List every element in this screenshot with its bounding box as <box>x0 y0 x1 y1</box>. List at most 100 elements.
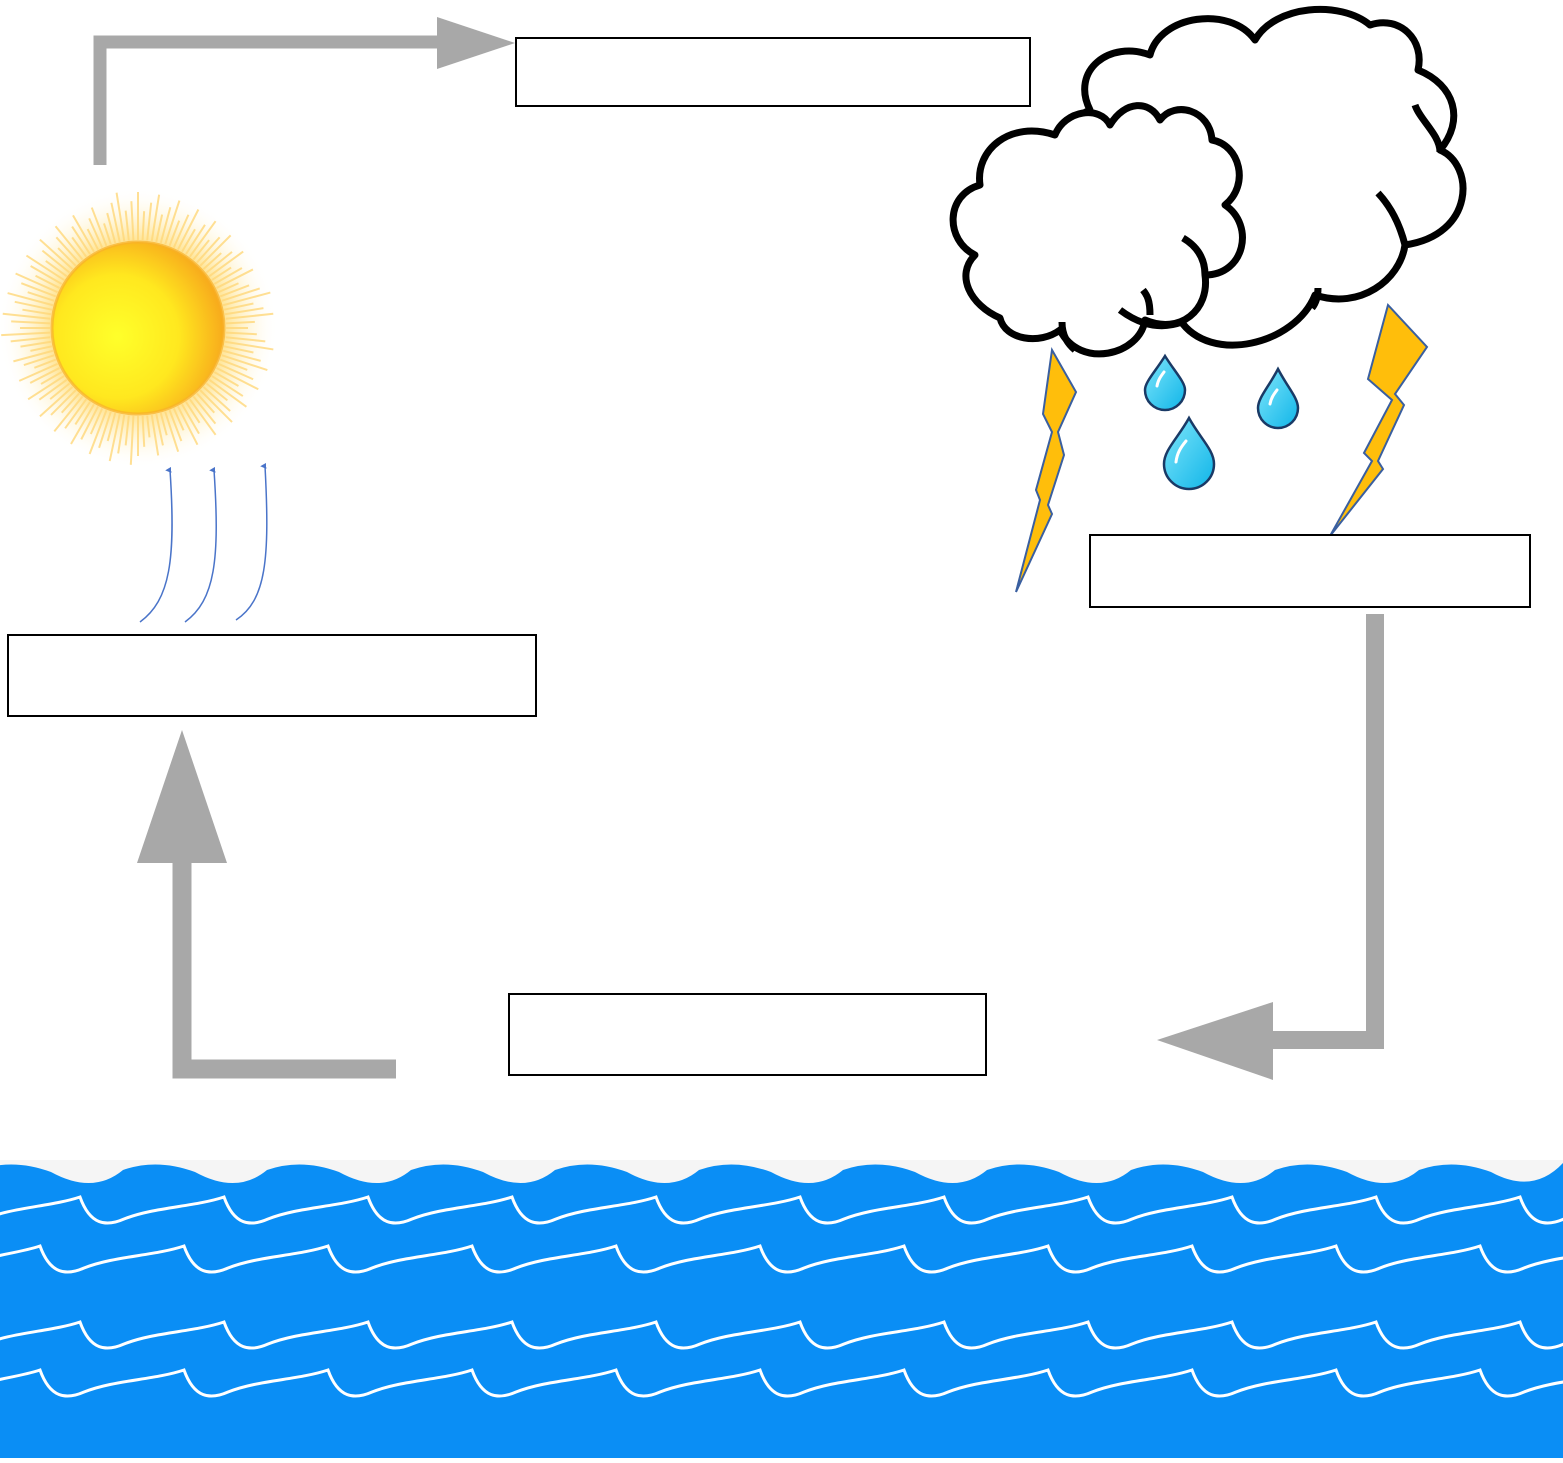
sun-ray <box>222 349 261 362</box>
sun-ray <box>141 211 146 241</box>
sun-ray <box>25 254 65 281</box>
sun-ray <box>23 354 55 367</box>
sun-ray <box>188 398 217 436</box>
sun-ray <box>71 225 91 255</box>
sun-ray <box>208 250 244 278</box>
sun-ray <box>20 282 57 298</box>
wave-line <box>0 1244 1563 1274</box>
sun-ray <box>221 354 268 371</box>
sun-ray <box>146 202 153 241</box>
sun-ray <box>168 409 183 442</box>
sun-ray <box>60 392 80 414</box>
sun-ray <box>172 214 190 249</box>
sun-ray <box>205 251 233 274</box>
sun-ray <box>129 415 135 465</box>
sun-ray <box>90 207 108 247</box>
sun-ray <box>39 238 74 270</box>
sun-ray <box>208 378 247 408</box>
sun-ray <box>146 415 151 438</box>
sun-ray <box>40 371 63 385</box>
sun-ray <box>225 331 257 336</box>
sun-ray <box>199 234 232 267</box>
sun-ray <box>1 331 51 337</box>
label-box-left[interactable] <box>7 634 537 717</box>
sun-ray <box>30 265 63 285</box>
sun-ray <box>221 287 261 302</box>
sun-ray <box>106 412 117 442</box>
sun-ray <box>34 358 57 369</box>
sun-ray <box>35 274 61 289</box>
label-box-right[interactable] <box>1089 534 1531 608</box>
storm-cloud-icon <box>949 5 1467 358</box>
sun-ray <box>72 214 95 253</box>
sun-ray <box>70 403 95 445</box>
sun-ray <box>199 389 233 423</box>
vapor-arrow-icon <box>184 466 217 623</box>
sun-ray <box>117 414 126 454</box>
sun-ray <box>219 358 248 371</box>
raindrop-icon <box>1143 353 1187 412</box>
sun-ray <box>55 236 80 264</box>
sun-ray <box>211 375 244 397</box>
sun-ray <box>224 307 264 316</box>
raindrops <box>1143 353 1300 491</box>
lightning-bolt-icon <box>1015 346 1078 593</box>
sun-ray <box>89 407 104 435</box>
wave-line <box>0 1368 1563 1398</box>
sun-ray <box>53 395 84 432</box>
sun-ray <box>124 210 130 241</box>
sun-ray <box>217 362 254 381</box>
sun-ray <box>108 413 121 462</box>
wave-line <box>0 1320 1563 1350</box>
sun-ray <box>159 412 168 436</box>
sun-ray <box>177 209 200 251</box>
sun-ray <box>39 386 74 418</box>
sun-ray <box>27 291 55 302</box>
sun-ray <box>224 340 274 351</box>
sun-ray <box>141 415 146 447</box>
sun-ray <box>168 220 181 247</box>
sun-ray <box>13 349 54 363</box>
sun-ray <box>10 336 51 343</box>
sun-ray <box>98 411 112 449</box>
sun-ray <box>181 403 200 435</box>
sun-ray <box>225 336 266 343</box>
sun-ray <box>181 228 196 253</box>
sun-ray <box>14 300 53 311</box>
sun-ray <box>217 282 239 294</box>
sun-ray <box>45 260 68 278</box>
sun-ray <box>150 414 160 456</box>
lightning-bolts <box>1015 302 1429 593</box>
sun-ray <box>57 247 77 267</box>
sun-ray <box>202 252 222 270</box>
sun-ray <box>86 228 99 251</box>
sun-ray <box>223 302 254 311</box>
vapor-arrow-icon <box>235 462 268 621</box>
ocean-waves-icon <box>0 1160 1563 1458</box>
sun-ray <box>215 367 259 391</box>
label-box-bottom[interactable] <box>508 993 987 1076</box>
sun-ray <box>155 413 164 446</box>
sun-ray <box>150 194 161 242</box>
sun-ray <box>71 236 88 258</box>
sun-ray <box>64 398 88 429</box>
sun-ray <box>49 382 71 400</box>
sun-ray <box>80 405 99 440</box>
sun-ray <box>205 382 229 402</box>
sun-ray <box>225 320 255 325</box>
sun-ray <box>18 362 59 382</box>
sun-ray <box>106 212 117 244</box>
sun-ray <box>38 378 68 401</box>
sun-ray <box>22 308 52 316</box>
sun-ray <box>192 239 210 261</box>
sun-ray <box>54 225 84 261</box>
sun-ray <box>164 200 181 245</box>
sun-ray <box>20 340 52 348</box>
sun-ray <box>196 392 216 414</box>
sun-ray <box>50 389 77 416</box>
vapor-arrow-icon <box>139 466 173 623</box>
sun-ray <box>219 284 250 298</box>
label-box-top[interactable] <box>515 37 1031 107</box>
